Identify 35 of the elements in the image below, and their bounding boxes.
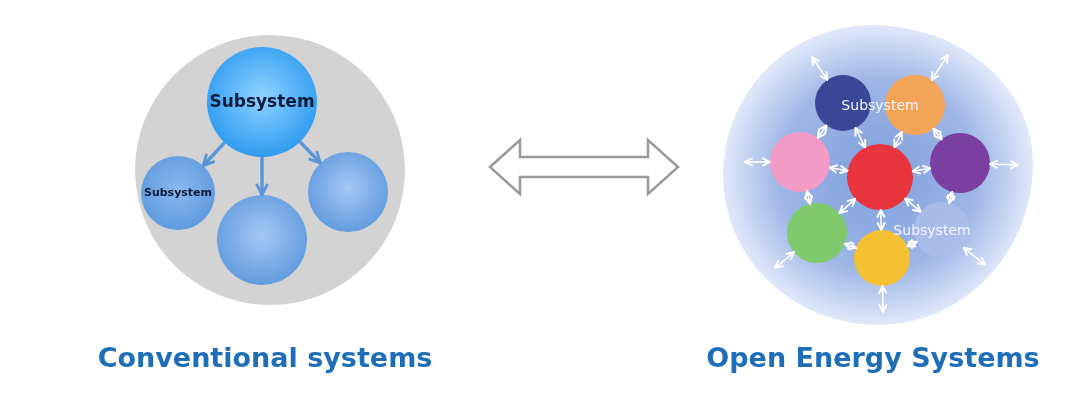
node-label: Subsystem	[893, 221, 971, 239]
double-arrow	[854, 127, 867, 149]
double-arrow	[962, 246, 986, 266]
subsystem-circle	[141, 156, 215, 230]
double-arrow	[816, 124, 828, 139]
double-arrow	[930, 54, 949, 81]
double-arrow	[989, 159, 1019, 170]
hollow-double-arrow	[488, 137, 680, 197]
double-arrow	[911, 164, 932, 175]
double-arrow	[803, 190, 814, 205]
arrow	[201, 141, 226, 168]
arrow	[298, 140, 322, 165]
subsystem-circle	[770, 132, 830, 192]
double-arrow	[828, 164, 849, 175]
double-arrow	[932, 127, 943, 141]
double-arrow	[774, 251, 795, 269]
double-arrow	[893, 131, 903, 149]
node-label: Subsystem	[209, 92, 315, 112]
double-arrow	[877, 285, 888, 313]
heading: Open Energy Systems	[706, 342, 1040, 373]
double-arrow	[906, 238, 918, 250]
double-arrow	[844, 240, 857, 252]
heading: Conventional systems	[97, 342, 433, 373]
double-arrow	[904, 197, 922, 213]
subsystem-circle	[847, 144, 913, 210]
double-arrow	[744, 157, 771, 167]
double-arrow	[876, 209, 886, 231]
node-label: Subsystem	[143, 186, 213, 200]
double-arrow	[838, 197, 857, 215]
subsystem-circle	[787, 203, 847, 263]
arrow	[255, 157, 269, 197]
double-arrow	[811, 56, 829, 81]
double-arrow	[945, 191, 956, 204]
subsystem-circle	[930, 133, 990, 193]
node-label: Subsystem	[841, 96, 919, 114]
